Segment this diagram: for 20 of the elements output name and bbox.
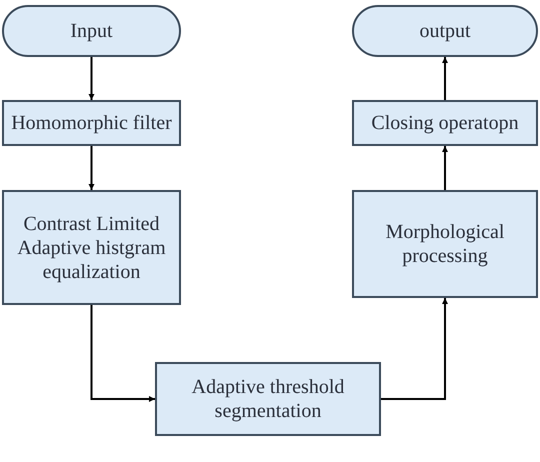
arrow <box>442 57 448 100</box>
node-label: output <box>419 19 471 43</box>
node-label: Input <box>70 19 113 43</box>
arrow <box>88 57 94 100</box>
node-label: Adaptive threshold segmentation <box>190 375 346 423</box>
node-label: Closing operatopn <box>371 111 519 135</box>
terminal-box <box>2 5 181 57</box>
arrow <box>90 305 155 402</box>
arrow <box>381 298 448 400</box>
arrow <box>88 146 94 190</box>
node-label: Homomorphic filter <box>11 111 172 135</box>
node-label: Morphological processing <box>384 220 506 268</box>
arrow <box>442 146 448 190</box>
process-box <box>2 190 181 305</box>
process-box <box>155 362 381 436</box>
process-box <box>352 100 538 146</box>
process-box <box>2 100 181 146</box>
process-box <box>352 190 538 298</box>
node-label: Contrast Limited Adaptive histgram equalization <box>16 212 167 284</box>
terminal-box <box>352 5 538 57</box>
